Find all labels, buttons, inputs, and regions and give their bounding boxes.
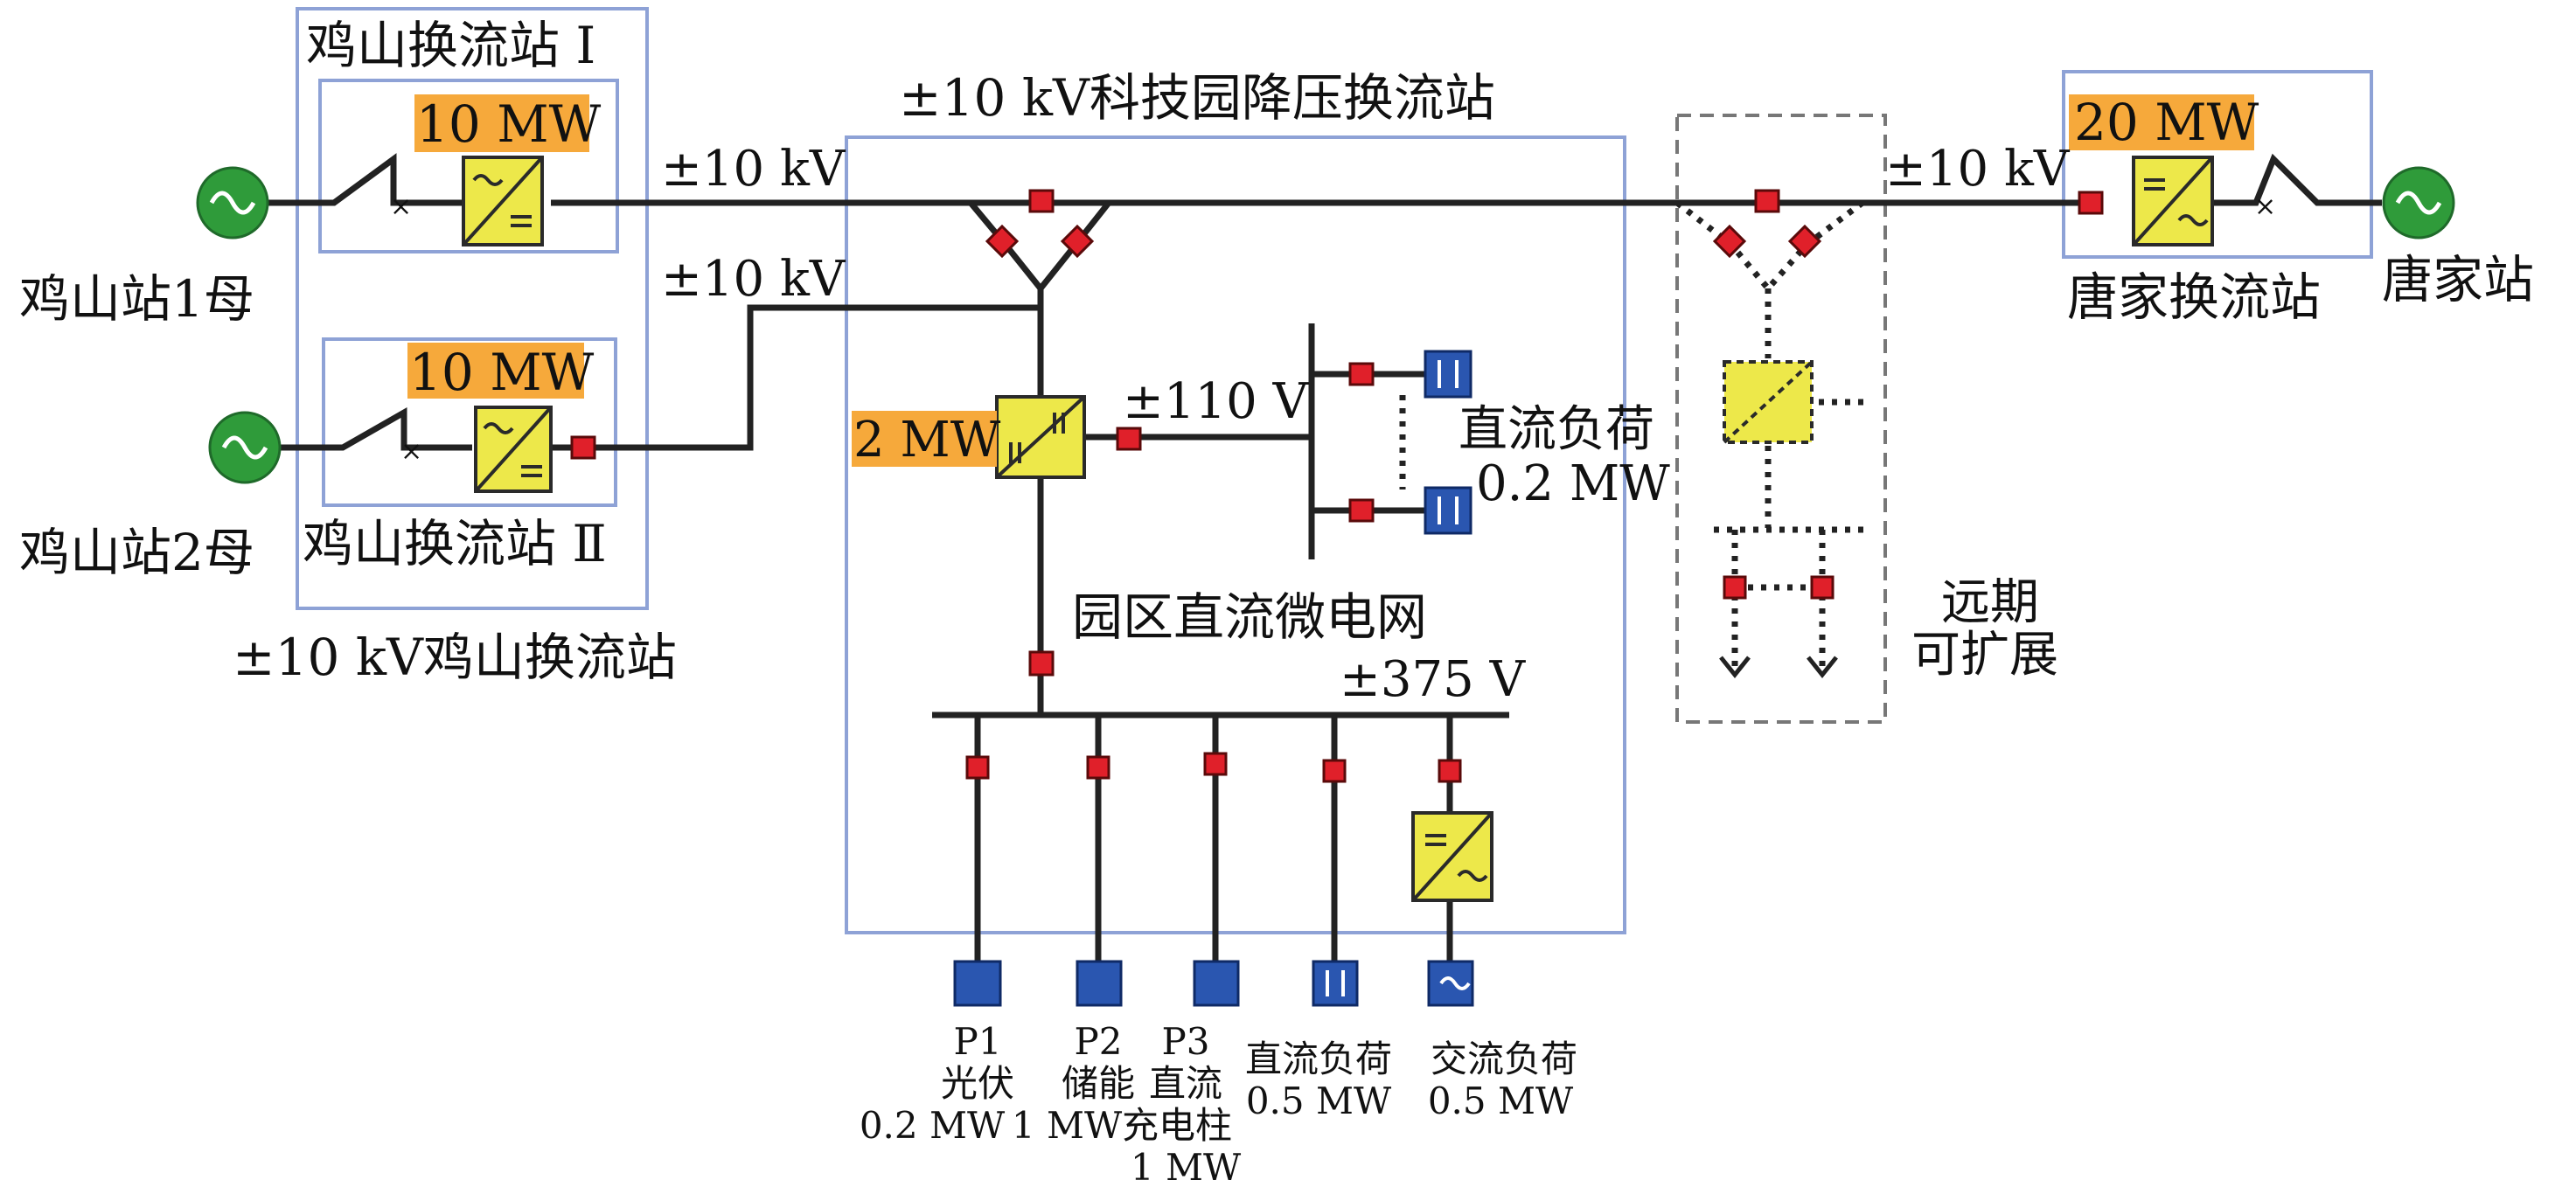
svg-text:P3: P3 (1162, 1020, 1210, 1063)
svg-text:1 MW: 1 MW (1131, 1146, 1242, 1189)
tangjia-converter-title: 唐家换流站 (2067, 267, 2321, 327)
svg-text:光伏: 光伏 (941, 1062, 1014, 1105)
svg-text:0.5 MW: 0.5 MW (1428, 1079, 1574, 1122)
breaker-icon (1116, 427, 1142, 451)
jishan-group-title: ±10 kV鸡山换流站 (233, 628, 677, 687)
jishan-1-converter-icon (462, 156, 544, 246)
jishan-converter-1-box (318, 79, 619, 253)
future-arrow-1 (1719, 656, 1751, 679)
jishan-bus1-label: 鸡山站1母 (19, 269, 254, 329)
microgrid-label: 园区直流微电网 (1072, 587, 1427, 647)
tangjia-rating: 20 MW (2074, 93, 2259, 152)
breaker-icon (2078, 191, 2104, 215)
svg-text:储能: 储能 (1062, 1062, 1135, 1105)
breaker-icon (570, 435, 596, 460)
jishan-2-title: 鸡山换流站 Ⅱ (303, 514, 607, 573)
future-arrow-2 (1807, 656, 1838, 679)
line1-voltage: ±10 kV (661, 141, 846, 198)
v375-voltage: ±375 V (1340, 651, 1527, 708)
breaker-icon (965, 755, 990, 780)
svg-text:1 MW: 1 MW (1012, 1104, 1123, 1147)
svg-text:0.2 MW: 0.2 MW (860, 1104, 1006, 1147)
breaker-icon (1348, 498, 1375, 523)
pv-icon (953, 960, 1002, 1007)
charging-pile-icon (1193, 960, 1240, 1007)
storage-icon (1076, 960, 1123, 1007)
tangjia-station-label: 唐家站 (2382, 250, 2534, 309)
future-converter-icon (1723, 360, 1814, 444)
dc-load-110-value: 0.2 MW (1476, 455, 1670, 512)
jishan-station-group-box (296, 7, 649, 610)
right-line-voltage: ±10 kV (1885, 141, 2071, 198)
svg-text:0.5 MW: 0.5 MW (1246, 1079, 1392, 1122)
jishan-converter-2-box (322, 337, 617, 507)
jishan-1-rating: 10 MW (416, 94, 602, 154)
jishan-2-converter-icon (474, 406, 553, 493)
breaker-icon (1203, 752, 1228, 776)
feeder-storage-label: P2 储能 1 MW (1012, 1020, 1135, 1147)
dc-load-110-top-icon (1424, 350, 1472, 399)
breaker-icon (1723, 575, 1747, 600)
breaker-icon (1028, 650, 1055, 677)
tangjia-converter-icon (2132, 156, 2214, 246)
rating-highlight (2069, 94, 2254, 150)
tangjia-generator-icon (2382, 166, 2455, 239)
rating-highlight (407, 343, 584, 399)
dc-load-110-bottom-icon (1424, 486, 1472, 535)
tangjia-converter-box (2062, 70, 2373, 259)
future-label-2: 可扩展 (1911, 627, 2058, 684)
rating-highlight (414, 94, 589, 152)
svg-text:直流负荷: 直流负荷 (1245, 1038, 1392, 1080)
line2-voltage: ±10 kV (661, 251, 846, 308)
feeder-ac-load-label: 交流负荷 0.5 MW (1428, 1038, 1577, 1122)
svg-text:充电柱: 充电柱 (1122, 1104, 1232, 1147)
keji-station-title: ±10 kV科技园降压换流站 (899, 68, 1495, 128)
breaker-icon (1787, 224, 1822, 259)
svg-text:P2: P2 (1075, 1020, 1123, 1063)
breaker-icon (1754, 189, 1780, 213)
breaker-icon (985, 224, 1020, 259)
feeder-pv-label: P1 光伏 0.2 MW (860, 1020, 1014, 1147)
dc-load-feeder-icon (1312, 960, 1359, 1007)
svg-text:P1: P1 (954, 1020, 1002, 1063)
svg-text:交流负荷: 交流负荷 (1431, 1038, 1577, 1080)
keji-station-box (845, 135, 1626, 934)
switch-cross-icon: × (2254, 191, 2276, 222)
svg-text:直流: 直流 (1149, 1062, 1222, 1105)
breaker-icon (1086, 755, 1110, 780)
breaker-icon (1322, 759, 1347, 783)
ac-load-inverter-icon (1411, 811, 1493, 902)
v110-voltage: ±110 V (1123, 373, 1310, 430)
rating-highlight (852, 411, 997, 467)
keji-converter-rating: 2 MW (853, 412, 1001, 469)
jishan-1-title: 鸡山换流站 Ⅰ (306, 16, 595, 75)
future-y-connection (1674, 200, 1865, 294)
jishan-bus2-generator-icon (208, 411, 282, 484)
future-expansion-box (1675, 114, 1887, 724)
breaker-icon (1810, 575, 1835, 600)
jishan-2-switch-line (261, 406, 472, 451)
tangjia-switch-line (2134, 153, 2382, 206)
jishan-bus1-generator-icon (196, 166, 269, 239)
jishan-1-switch-line (245, 153, 472, 206)
keji-dcdc-converter-icon (995, 395, 1086, 479)
breaker-icon (1028, 189, 1055, 213)
breaker-icon (1060, 224, 1095, 259)
dc-load-110-label: 直流负荷 (1459, 401, 1654, 458)
breaker-icon (1348, 362, 1375, 386)
jishan-2-rating: 10 MW (409, 343, 595, 402)
switch-cross-icon: × (400, 436, 422, 467)
switch-cross-icon: × (390, 191, 412, 222)
feeder-dc-load-label: 直流负荷 0.5 MW (1245, 1038, 1392, 1122)
jishan-bus2-label: 鸡山站2母 (19, 523, 254, 582)
feeder-charging-label: P3 直流 充电柱 1 MW (1122, 1020, 1242, 1189)
breaker-icon (1438, 759, 1462, 783)
future-label-1: 远期 (1941, 574, 2039, 631)
ac-load-icon (1427, 960, 1474, 1007)
second-dc-line (549, 304, 1041, 451)
breaker-icon (1712, 224, 1747, 259)
